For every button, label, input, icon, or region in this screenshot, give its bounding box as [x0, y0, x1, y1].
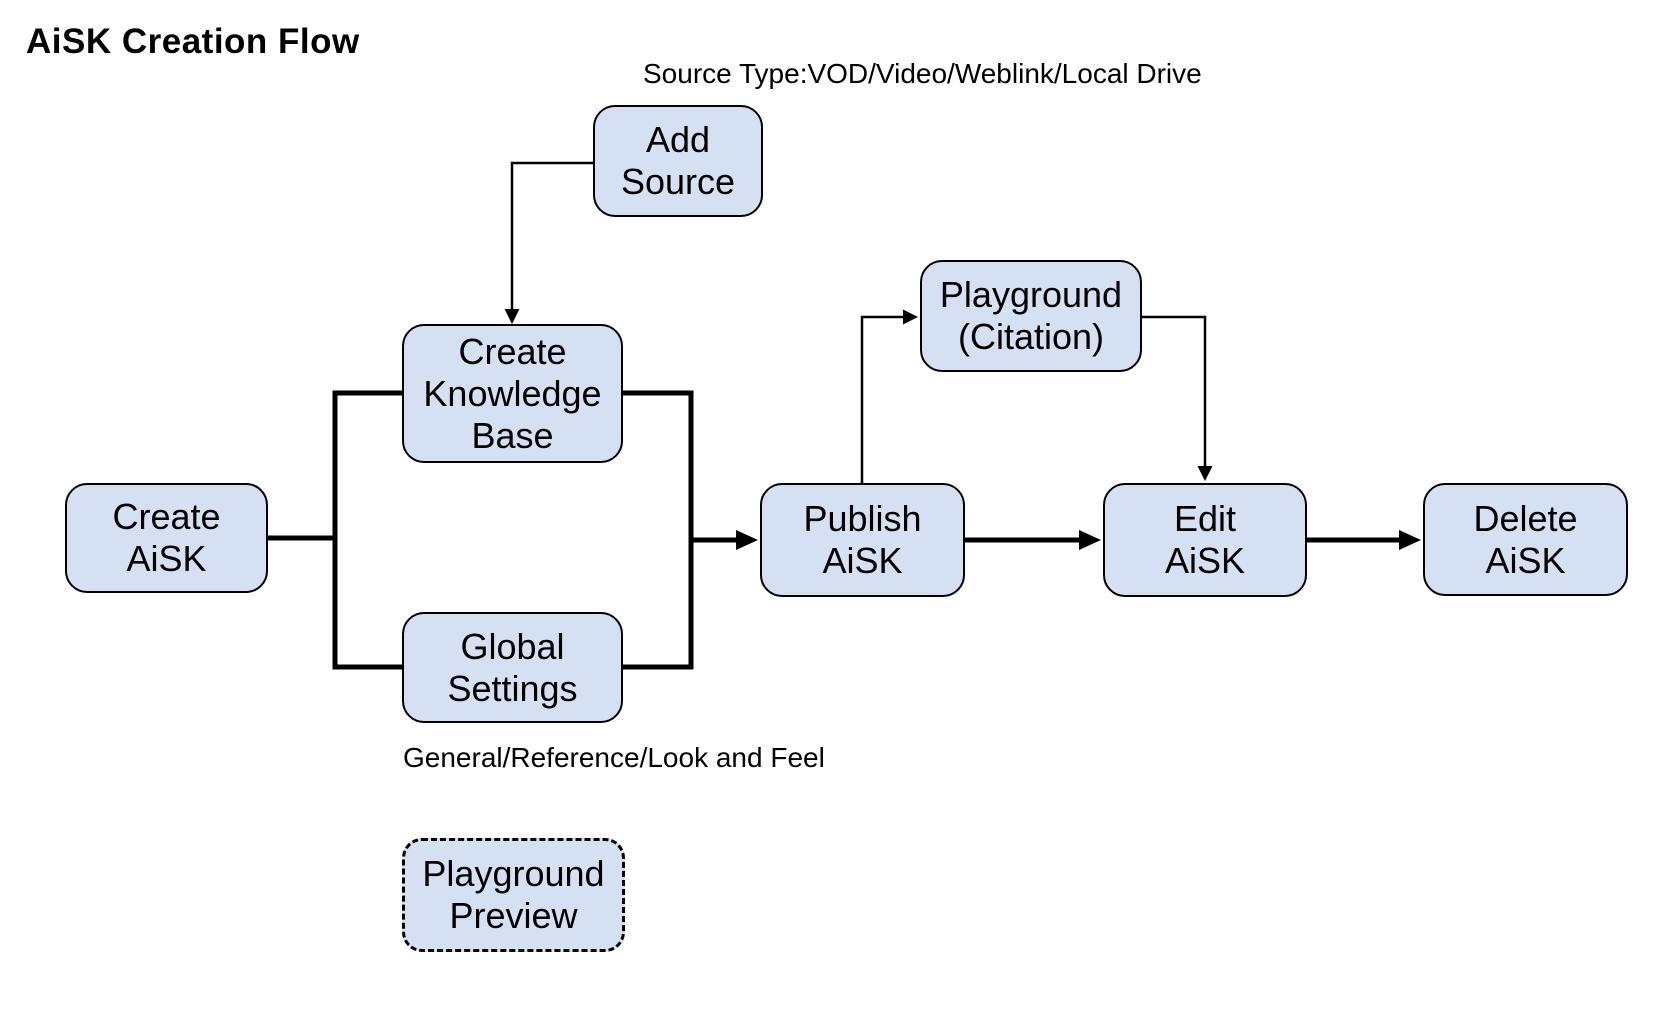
- node-playground-preview: Playground Preview: [402, 838, 625, 952]
- arrowhead-publish-left: [736, 530, 758, 550]
- node-edit-aisk: Edit AiSK: [1103, 483, 1307, 597]
- source-type-note: Source Type:VOD/Video/Weblink/Local Driv…: [643, 58, 1202, 89]
- page-title: AiSK Creation Flow: [26, 22, 360, 61]
- node-global-settings: Global Settings: [402, 612, 623, 723]
- arrowhead-createkb-top: [504, 309, 520, 324]
- merge-bracket-right: [623, 390, 694, 670]
- node-delete-aisk: Delete AiSK: [1423, 483, 1628, 596]
- node-playground-citation: Playground (Citation): [920, 260, 1142, 372]
- edge-publish-citation: [860, 315, 904, 483]
- arrowhead-edit-top: [1197, 466, 1213, 481]
- node-create-knowledge-base: Create Knowledge Base: [402, 324, 623, 463]
- edge-citation-edit: [1142, 315, 1207, 467]
- node-create-aisk: Create AiSK: [65, 483, 268, 593]
- split-bracket-left: [332, 390, 402, 670]
- arrowhead-edit-left: [1079, 530, 1101, 550]
- arrowhead-citation-left: [903, 309, 918, 325]
- node-publish-aisk: Publish AiSK: [760, 483, 965, 597]
- edge-addsource-createkb: [510, 161, 593, 310]
- global-settings-note: General/Reference/Look and Feel: [403, 742, 825, 773]
- arrowhead-delete-left: [1399, 530, 1421, 550]
- node-add-source: Add Source: [593, 105, 763, 217]
